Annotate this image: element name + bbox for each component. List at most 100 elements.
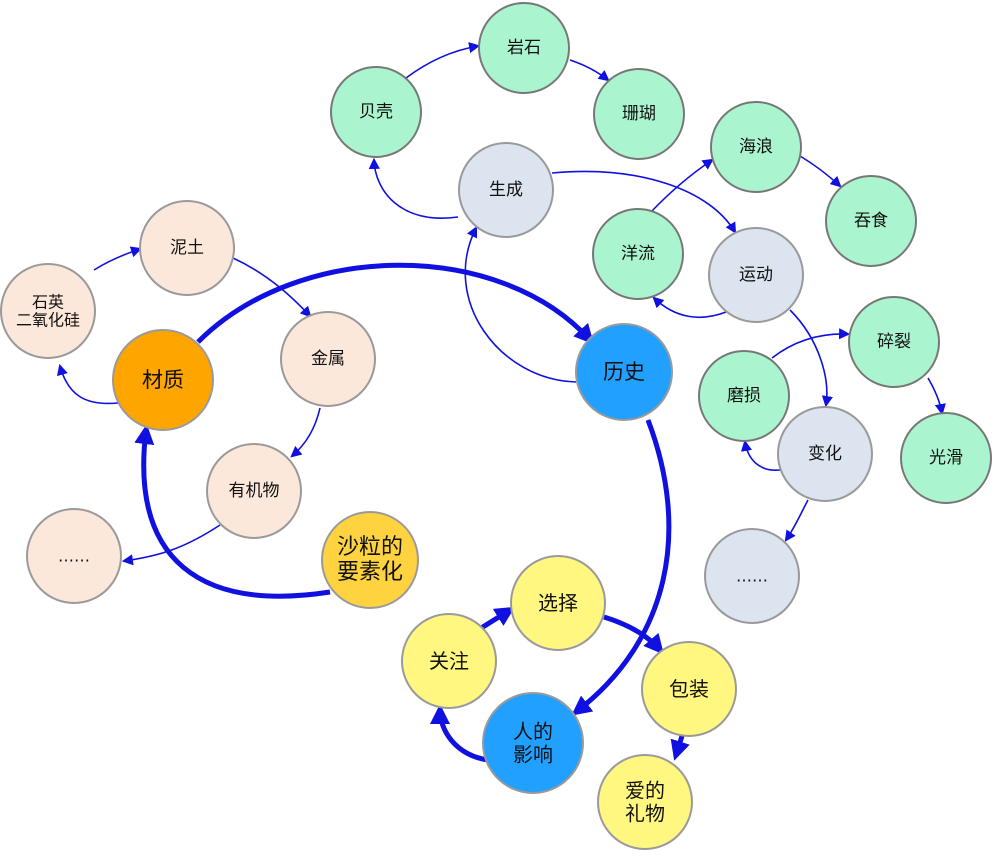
edge-yundong-bianhua bbox=[789, 309, 833, 408]
node-circle bbox=[26, 508, 122, 604]
node-label: 礼物 bbox=[625, 802, 665, 826]
node-label: 影响 bbox=[513, 743, 553, 767]
edge-beike-yanshi bbox=[405, 42, 481, 79]
edge-yanshi-shanhu bbox=[569, 59, 610, 82]
node-beike: 贝壳 bbox=[330, 66, 422, 158]
edge-jinshu-youjiwu bbox=[290, 407, 321, 458]
node-circle bbox=[478, 2, 570, 94]
node-label: 变化 bbox=[808, 444, 842, 464]
edge-shiying-nitu bbox=[93, 246, 143, 271]
node-shengcheng: 生成 bbox=[458, 142, 554, 238]
node-circle bbox=[708, 227, 804, 323]
node-circle bbox=[597, 754, 693, 850]
node-circle bbox=[592, 208, 684, 300]
node-circle bbox=[777, 406, 873, 502]
node-xuanze: 选择 bbox=[510, 555, 606, 651]
edge-yundong-yangliu bbox=[652, 296, 727, 318]
node-circle bbox=[458, 142, 554, 238]
node-suilie: 碎裂 bbox=[848, 296, 940, 388]
edge-youjiwu-dots bbox=[121, 524, 221, 566]
node-jinshu: 金属 bbox=[280, 311, 376, 407]
node-baozhuang: 包装 bbox=[641, 641, 737, 737]
node-circle bbox=[482, 692, 584, 794]
node-nitu: 泥土 bbox=[139, 200, 235, 296]
node-circle bbox=[0, 263, 96, 359]
node-circle bbox=[900, 412, 992, 504]
edge-caizhi-shiying bbox=[56, 363, 119, 405]
node-label: 运动 bbox=[739, 265, 773, 285]
node-yanshi: 岩石 bbox=[478, 2, 570, 94]
node-label: 包装 bbox=[669, 677, 709, 701]
node-label: …… bbox=[736, 567, 768, 586]
node-circle bbox=[206, 443, 302, 539]
node-label: 磨损 bbox=[727, 386, 761, 406]
node-label: 选择 bbox=[538, 591, 578, 615]
node-youjiwu: 有机物 bbox=[206, 443, 302, 539]
node-label: 碎裂 bbox=[877, 332, 911, 352]
node-circle bbox=[401, 613, 497, 709]
node-label: 二氧化硅 bbox=[16, 311, 80, 330]
edge-caizhi-lishi bbox=[196, 262, 595, 345]
node-label: 海浪 bbox=[739, 137, 773, 157]
edge-renyingxiang-guanzhu bbox=[430, 704, 489, 763]
node-guanzhu: 关注 bbox=[401, 613, 497, 709]
node-mosun: 磨损 bbox=[698, 350, 790, 442]
node-bianhua: 变化 bbox=[777, 406, 873, 502]
edge-guanzhu-xuanze bbox=[476, 606, 516, 633]
node-shanhu: 珊瑚 bbox=[593, 68, 685, 160]
edge-shengcheng-yundong bbox=[551, 170, 737, 234]
node-circle bbox=[704, 528, 800, 624]
node-circle bbox=[280, 311, 376, 407]
node-lishi: 历史 bbox=[575, 323, 673, 421]
edge-yangliu-hailang bbox=[650, 158, 714, 213]
node-caizhi: 材质 bbox=[112, 329, 214, 431]
node-label: 要素化 bbox=[337, 560, 403, 585]
edge-hailang-tunshi bbox=[799, 155, 842, 188]
edge-shengcheng-beike bbox=[368, 157, 459, 219]
node-hailang: 海浪 bbox=[710, 101, 802, 193]
node-label: …… bbox=[58, 547, 90, 566]
node-label: 岩石 bbox=[507, 38, 541, 58]
node-label: 洋流 bbox=[621, 244, 655, 264]
connector-arrows bbox=[56, 42, 946, 763]
node-guanghua: 光滑 bbox=[900, 412, 992, 504]
node-label: 珊瑚 bbox=[622, 104, 656, 124]
node-label: 生成 bbox=[489, 180, 523, 200]
node-circle bbox=[641, 641, 737, 737]
node-circle bbox=[330, 66, 422, 158]
node-circle bbox=[710, 101, 802, 193]
node-circle bbox=[510, 555, 606, 651]
edge-baozhuang-aideliwu bbox=[670, 735, 690, 761]
node-label: 泥土 bbox=[170, 238, 204, 258]
edge-lishi-shengcheng bbox=[464, 225, 577, 383]
edge-suilie-guanghua bbox=[927, 377, 946, 416]
node-label: 人的 bbox=[513, 720, 553, 744]
node-label: 爱的 bbox=[625, 779, 665, 803]
edge-shali-caizhi bbox=[134, 424, 331, 599]
node-dots-left: …… bbox=[26, 508, 122, 604]
node-tunshi: 吞食 bbox=[825, 175, 917, 267]
node-dots-right: …… bbox=[704, 528, 800, 624]
node-label: 吞食 bbox=[854, 211, 888, 231]
node-label: 金属 bbox=[311, 349, 345, 369]
node-yangliu: 洋流 bbox=[592, 208, 684, 300]
node-circle bbox=[698, 350, 790, 442]
node-label: 关注 bbox=[429, 649, 469, 673]
node-circle bbox=[321, 511, 419, 609]
edge-mosun-suilie bbox=[771, 328, 851, 359]
edge-bianhua-mosun bbox=[740, 439, 781, 471]
node-circle bbox=[112, 329, 214, 431]
node-label: 石英 bbox=[32, 292, 64, 311]
edge-xuanze-baozhuang bbox=[603, 614, 664, 655]
node-circle bbox=[825, 175, 917, 267]
node-label: 历史 bbox=[603, 360, 645, 384]
node-label: 贝壳 bbox=[359, 102, 393, 122]
node-circle bbox=[139, 200, 235, 296]
